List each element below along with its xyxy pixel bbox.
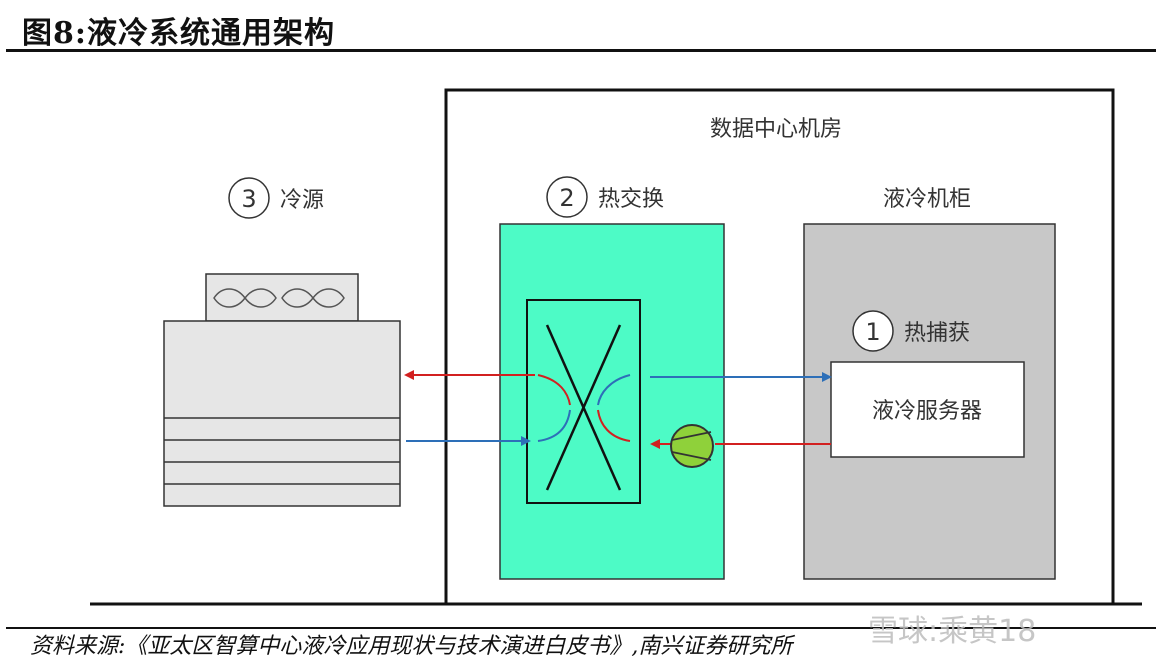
cold-source-number: 3: [241, 185, 256, 213]
datacenter-label: 数据中心机房: [710, 117, 842, 142]
datacenter-room: [444, 88, 1115, 606]
source-note: 资料来源:《亚太区智算中心液冷应用现状与技术演进白皮书》,南兴证券研究所: [30, 634, 793, 659]
liquid-cooling-server: [830, 361, 1025, 458]
footer-divider: [6, 627, 1156, 629]
heat-capture-number: 1: [865, 318, 880, 346]
fan-icon: [213, 288, 345, 308]
pump-icon: [670, 424, 714, 468]
exchanger-cold-curve: [597, 374, 631, 406]
heat-exchanger-unit: [526, 299, 641, 504]
title-divider: [6, 49, 1156, 52]
watermark: 雪球:乘黄18: [868, 614, 1037, 649]
heat-exchange-group: 2 热交换: [499, 176, 725, 580]
server-label: 液冷服务器: [872, 399, 982, 424]
heat-exchange-number-circle: [546, 176, 588, 218]
heat-exchange-label: 热交换: [598, 187, 664, 212]
cold-source-group: 3 冷源: [163, 177, 401, 507]
exchanger-hot-curve: [537, 374, 571, 406]
cabinet-label: 液冷机柜: [883, 187, 971, 212]
cold-source-label: 冷源: [280, 188, 324, 213]
exchanger-cross-line: [545, 324, 622, 491]
heat-exchange-number: 2: [559, 184, 574, 212]
figure-title: 图8:液冷系统通用架构: [22, 16, 335, 51]
cabinet-group: 液冷机柜 1 热捕获 液冷服务器: [803, 187, 1056, 580]
heat-capture-label: 热捕获: [904, 321, 970, 346]
chiller-body: [163, 320, 401, 507]
heat-capture-number-circle: [852, 310, 894, 352]
cold-source-number-circle: [228, 177, 270, 219]
exchanger-cold-curve: [537, 409, 571, 442]
exchanger-hot-curve: [597, 409, 631, 442]
